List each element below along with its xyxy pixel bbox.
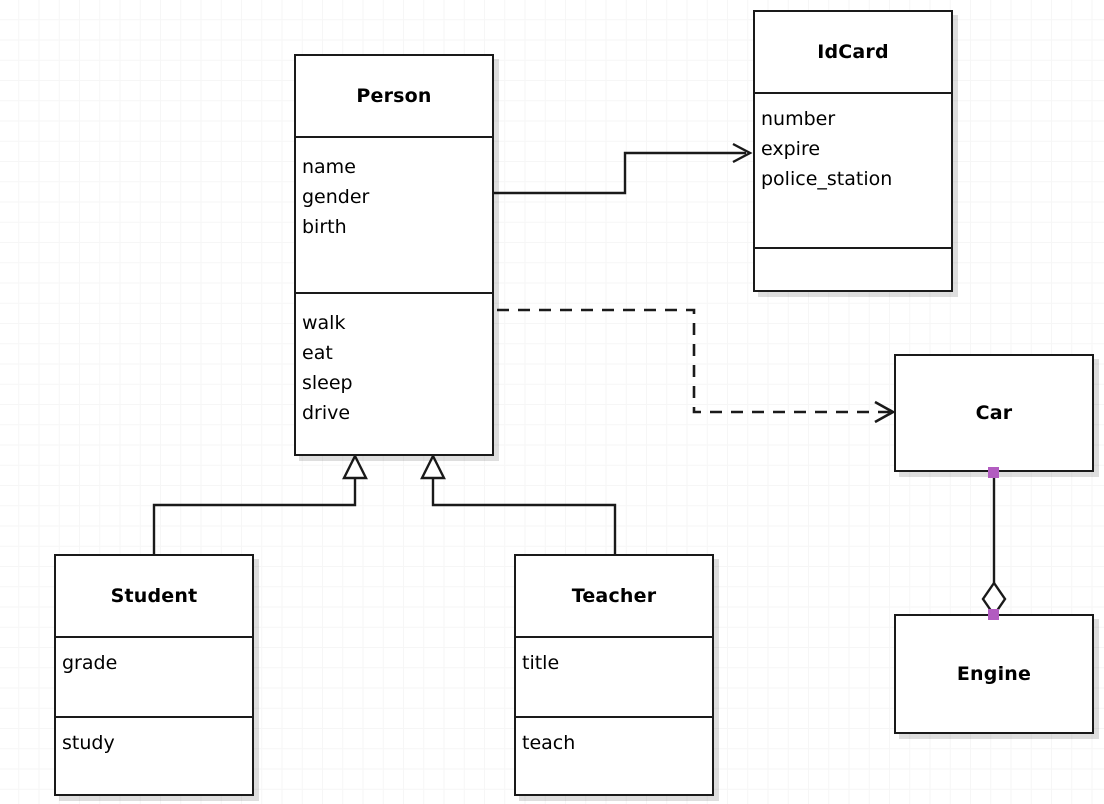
class-title-student: Student [110, 585, 198, 607]
operation-item: drive [302, 402, 351, 424]
class-operations-idcard [755, 247, 951, 290]
attribute-item: number [761, 108, 836, 130]
class-title-idcard: IdCard [817, 41, 889, 63]
class-box-person[interactable]: Person name gender birth walk eat sleep … [294, 54, 494, 456]
attribute-item: title [522, 652, 560, 674]
class-attributes-teacher: title [516, 636, 712, 716]
operation-item: walk [302, 312, 346, 334]
edge-handle-car-end[interactable] [988, 467, 999, 478]
edge-handle-engine-end[interactable] [988, 609, 999, 620]
attribute-item: birth [302, 216, 347, 238]
attribute-item: grade [62, 652, 118, 674]
operation-item: sleep [302, 372, 353, 394]
edge-car-engine [981, 472, 1007, 618]
class-title-teacher: Teacher [571, 585, 657, 607]
class-attributes-person: name gender birth [296, 136, 492, 292]
class-operations-teacher: teach [516, 716, 712, 796]
class-box-student[interactable]: Student grade study [54, 554, 254, 796]
class-title-person: Person [356, 85, 432, 107]
edge-teacher-person [420, 453, 617, 554]
attribute-item: name [302, 156, 356, 178]
class-operations-student: study [56, 716, 252, 796]
class-box-car[interactable]: Car [894, 354, 1094, 472]
edge-person-car [497, 308, 896, 424]
class-attributes-idcard: number expire police_station [755, 92, 951, 247]
class-box-idcard[interactable]: IdCard number expire police_station [753, 10, 953, 292]
class-title-car: Car [975, 402, 1013, 424]
class-title-engine: Engine [956, 663, 1032, 685]
edge-student-person [152, 453, 368, 554]
attribute-item: police_station [761, 168, 893, 190]
operation-item: eat [302, 342, 333, 364]
class-attributes-student: grade [56, 636, 252, 716]
attribute-item: gender [302, 186, 370, 208]
operation-item: teach [522, 732, 576, 754]
class-box-teacher[interactable]: Teacher title teach [514, 554, 714, 796]
class-operations-person: walk eat sleep drive [296, 292, 492, 458]
class-box-engine[interactable]: Engine [894, 614, 1094, 734]
operation-item: study [62, 732, 115, 754]
edge-person-idcard [494, 142, 753, 195]
attribute-item: expire [761, 138, 821, 160]
